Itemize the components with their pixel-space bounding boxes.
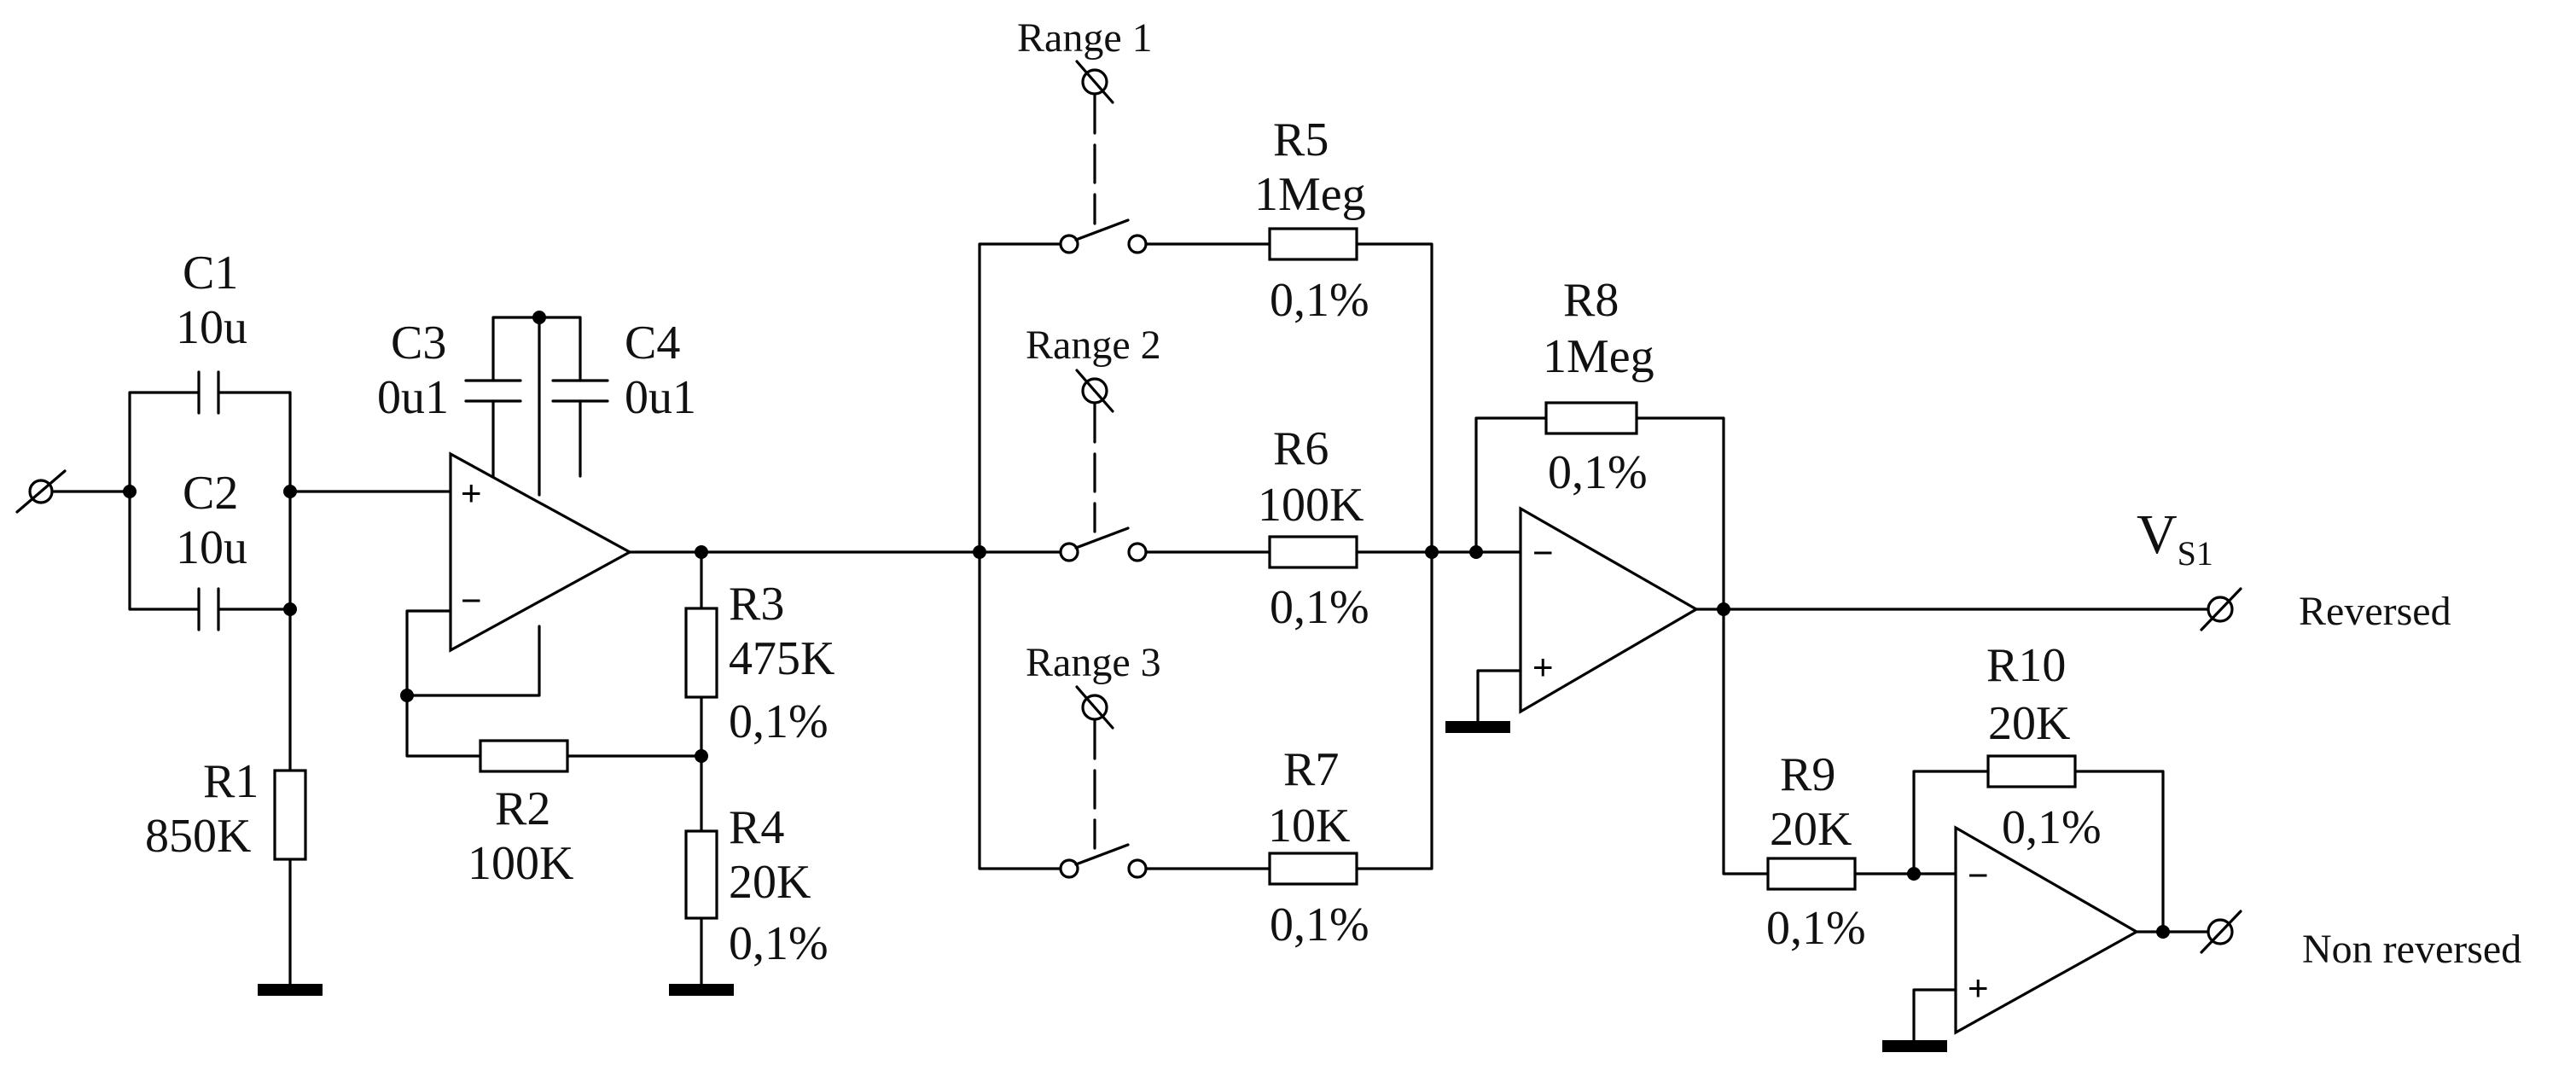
switch-range-1 <box>1059 60 1148 254</box>
resistor-r4 <box>684 829 718 920</box>
junction <box>695 545 708 559</box>
label-r6-name: R6 <box>1273 422 1329 475</box>
label-c1-name: C1 <box>183 247 238 300</box>
label-c4-value: 0u1 <box>625 371 696 424</box>
resistor-r8 <box>1544 401 1638 435</box>
junction <box>283 602 297 616</box>
label-r5-name: R5 <box>1273 113 1329 166</box>
wire-range-resistors <box>1144 242 1433 870</box>
resistor-r10 <box>1986 754 2077 788</box>
label-vs1: VS1 <box>2137 503 2213 573</box>
label-r9-name: R9 <box>1780 748 1835 801</box>
wire-u1-output <box>628 550 981 992</box>
label-reversed: Reversed <box>2299 589 2451 634</box>
resistor-r7 <box>1268 852 1358 886</box>
junction <box>695 749 708 763</box>
label-c2-value: 10u <box>176 521 247 574</box>
opamp-u3-minus-sign: − <box>1968 855 1989 895</box>
resistor-r1 <box>273 769 307 861</box>
label-c4-name: C4 <box>625 317 680 369</box>
junction <box>973 545 986 559</box>
junction <box>1717 602 1730 616</box>
label-range-2: Range 2 <box>1026 323 1161 368</box>
label-r4-tolerance: 0,1% <box>729 917 829 970</box>
opamp-u2-minus-sign: − <box>1532 532 1554 573</box>
label-r7-tolerance: 0,1% <box>1270 899 1369 951</box>
label-r4-name: R4 <box>729 801 784 854</box>
label-r8-value: 1Meg <box>1543 330 1654 383</box>
opamp-u1-plus-sign: + <box>461 473 482 513</box>
label-c3-name: C3 <box>391 317 446 369</box>
label-r10-value: 20K <box>1988 697 2070 750</box>
resistor-r9 <box>1766 857 1857 891</box>
label-c3-value: 0u1 <box>377 371 449 424</box>
label-r5-tolerance: 0,1% <box>1270 274 1369 327</box>
wire-c1-c2-frame <box>128 391 292 990</box>
label-r8-name: R8 <box>1563 274 1619 327</box>
wire-u2-output <box>1695 608 2208 875</box>
label-r9-tolerance: 0,1% <box>1766 902 1866 955</box>
capacitor-c1 <box>197 370 220 415</box>
label-r7-name: R7 <box>1283 743 1339 796</box>
switch-range-3 <box>1059 685 1148 879</box>
label-r4-value: 20K <box>729 856 811 909</box>
capacitor-c2 <box>197 587 220 631</box>
label-r9-value: 20K <box>1770 803 1852 856</box>
opamp-u1-minus-sign: − <box>461 580 482 620</box>
label-range-3: Range 3 <box>1026 640 1161 685</box>
label-r6-value: 100K <box>1258 479 1364 532</box>
label-c1-value: 10u <box>176 301 247 354</box>
label-r10-name: R10 <box>1986 639 2066 692</box>
label-r2-name: R2 <box>495 782 550 835</box>
wire-c3-c4 <box>491 316 582 497</box>
output-terminal-reversed <box>2200 587 2242 631</box>
junction <box>1469 545 1483 559</box>
capacitor-c3 <box>464 379 522 403</box>
opamp-u1 <box>449 451 633 653</box>
label-c2-name: C2 <box>183 467 238 520</box>
wire-u2-plus-ground <box>1476 669 1522 725</box>
label-non-reversed: Non reversed <box>2302 927 2521 972</box>
capacitor-c4 <box>551 379 609 403</box>
label-r3-tolerance: 0,1% <box>729 695 829 748</box>
junction <box>532 311 546 324</box>
resistor-r5 <box>1268 227 1358 261</box>
label-r3-value: 475K <box>729 632 834 685</box>
label-r1-value: 850K <box>145 810 251 863</box>
opamp-u3 <box>1954 825 2140 1035</box>
junction <box>2156 925 2170 939</box>
label-r10-tolerance: 0,1% <box>2002 801 2102 854</box>
label-r1-name: R1 <box>203 755 259 808</box>
opamp-u2-plus-sign: + <box>1532 647 1554 687</box>
label-r6-tolerance: 0,1% <box>1270 581 1369 634</box>
label-range-1: Range 1 <box>1017 15 1153 61</box>
label-r2-value: 100K <box>468 837 573 890</box>
resistor-r6 <box>1268 535 1358 569</box>
opamp-u2 <box>1519 506 1700 714</box>
opamp-u3-plus-sign: + <box>1968 968 1989 1008</box>
output-terminal-non-reversed <box>2200 910 2242 954</box>
label-r7-value: 10K <box>1268 800 1350 852</box>
wire-u3-feedback <box>1912 770 2165 934</box>
resistor-r3 <box>684 607 718 699</box>
label-r3-name: R3 <box>729 578 784 631</box>
label-r5-value: 1Meg <box>1254 168 1366 221</box>
junction <box>400 689 414 702</box>
switch-range-2 <box>1059 369 1148 562</box>
label-r8-tolerance: 0,1% <box>1548 446 1648 499</box>
junction <box>123 485 137 498</box>
wire-u1-feedback <box>405 609 703 758</box>
resistor-r2 <box>479 739 569 773</box>
wire-u3-plus-ground <box>1912 988 1957 1044</box>
